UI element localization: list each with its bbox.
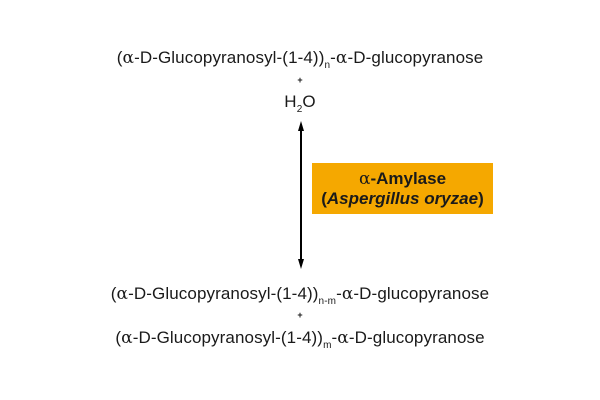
formula-text: ( — [110, 284, 117, 303]
formula-text: -D-Glucopyranosyl-(1-4)) — [128, 284, 319, 303]
product1-formula: (α-D-Glucopyranosyl-(1-4))n-m-α-D-glucop… — [0, 284, 600, 307]
formula-text: -D-glucopyranose — [348, 328, 485, 347]
alpha-symbol: α — [358, 169, 371, 189]
water-formula: H2O — [0, 92, 600, 115]
formula-text: O — [302, 92, 316, 111]
subscript: n — [324, 60, 331, 71]
paren: ( — [321, 189, 327, 208]
formula-text: -D-Glucopyranosyl-(1-4)) — [134, 48, 325, 67]
formula-text: -D-glucopyranose — [347, 48, 484, 67]
formula-text: ( — [115, 328, 122, 347]
plus-sign: + — [297, 310, 303, 320]
subscript: 2 — [296, 104, 303, 115]
formula-text: -D-glucopyranose — [353, 284, 490, 303]
alpha-symbol: α — [121, 328, 133, 348]
product2-formula: (α-D-Glucopyranosyl-(1-4))m-α-D-glucopyr… — [0, 328, 600, 351]
substrate-formula: (α-D-Glucopyranosyl-(1-4))n-α-D-glucopyr… — [0, 48, 600, 71]
formula-text: - — [336, 284, 342, 303]
enzyme-name: α-Amylase — [312, 169, 493, 189]
enzyme-source: (Aspergillus oryzae) — [312, 189, 493, 209]
formula-text: H — [284, 92, 297, 111]
paren: ) — [478, 189, 484, 208]
formula-text: -D-Glucopyranosyl-(1-4)) — [132, 328, 324, 347]
subscript: n-m — [318, 296, 337, 307]
alpha-symbol: α — [122, 48, 135, 68]
formula-text: - — [331, 328, 338, 347]
enzyme-label-box: α-Amylase (Aspergillus oryzae) — [312, 163, 493, 214]
enzyme-name-text: -Amylase — [370, 169, 447, 188]
double-arrow-icon — [298, 121, 304, 269]
subscript: m — [323, 340, 332, 351]
alpha-symbol: α — [335, 48, 348, 68]
formula-text: - — [330, 48, 336, 67]
organism-name: Aspergillus oryzae — [326, 189, 479, 208]
alpha-symbol: α — [341, 284, 354, 304]
alpha-symbol: α — [116, 284, 129, 304]
plus-sign: + — [297, 75, 303, 85]
alpha-symbol: α — [337, 328, 349, 348]
formula-text: ( — [116, 48, 123, 67]
